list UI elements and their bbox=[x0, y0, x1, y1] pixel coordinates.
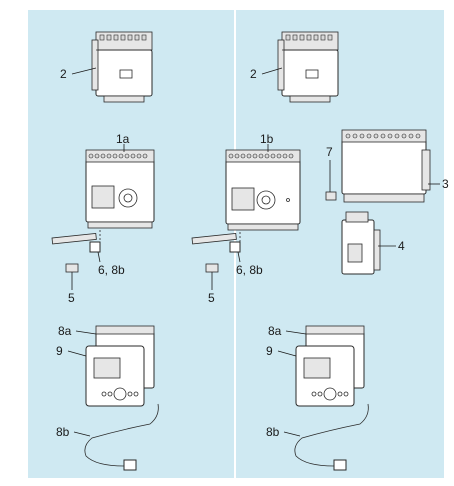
left-label-memory-card: 5 bbox=[68, 291, 75, 305]
right-bus-connector bbox=[325, 191, 337, 201]
left-label-power-supply: 2 bbox=[60, 67, 67, 81]
left-power-supply-module bbox=[91, 31, 153, 103]
right-label-cable-connector: 6, 8b bbox=[236, 263, 263, 277]
left-display-cable bbox=[84, 403, 159, 467]
right-small-module bbox=[341, 211, 381, 275]
right-display-unit bbox=[295, 345, 355, 407]
right-power-supply-module bbox=[277, 31, 339, 103]
right-label-base-unit: 1b bbox=[260, 132, 274, 146]
left-label-9-leader bbox=[67, 350, 87, 357]
left-cable-connector bbox=[51, 230, 101, 253]
right-label-bus-connector: 7 bbox=[326, 145, 333, 159]
left-memory-card bbox=[65, 263, 79, 273]
left-label-display: 9 bbox=[56, 344, 63, 358]
left-label-2-leader bbox=[71, 67, 97, 75]
right-cable-connector bbox=[191, 232, 241, 253]
right-label-2-leader bbox=[261, 67, 283, 75]
right-label-display: 9 bbox=[266, 344, 273, 358]
right-label-display-mount: 8a bbox=[268, 324, 282, 338]
left-label-display-mount: 8a bbox=[58, 324, 72, 338]
right-panel bbox=[236, 10, 444, 478]
right-label-expansion-module: 3 bbox=[442, 177, 449, 191]
right-label-9-leader bbox=[277, 350, 297, 357]
left-label-display-cable: 8b bbox=[56, 425, 70, 439]
right-label-memory-card: 5 bbox=[208, 291, 215, 305]
left-label-base-unit: 1a bbox=[116, 132, 130, 146]
right-expansion-module bbox=[341, 129, 431, 203]
right-label-8b-leader bbox=[283, 431, 301, 437]
right-label-power-supply: 2 bbox=[250, 67, 257, 81]
right-label-8a-leader bbox=[285, 330, 307, 335]
left-base-unit bbox=[85, 149, 155, 229]
right-label-small-module: 4 bbox=[398, 239, 405, 253]
right-memory-card bbox=[205, 263, 219, 273]
right-label-6-8b-leader bbox=[237, 251, 241, 263]
left-display-unit bbox=[85, 345, 145, 407]
right-cable-plug bbox=[333, 459, 347, 471]
left-label-8a-leader bbox=[75, 330, 97, 335]
left-label-6-8b-leader bbox=[97, 251, 101, 263]
right-label-display-cable: 8b bbox=[266, 425, 280, 439]
left-label-cable-connector: 6, 8b bbox=[98, 263, 125, 277]
left-label-8b-leader bbox=[73, 431, 91, 437]
right-base-unit bbox=[225, 149, 301, 231]
left-cable-plug bbox=[123, 459, 137, 471]
right-display-cable bbox=[294, 403, 369, 467]
